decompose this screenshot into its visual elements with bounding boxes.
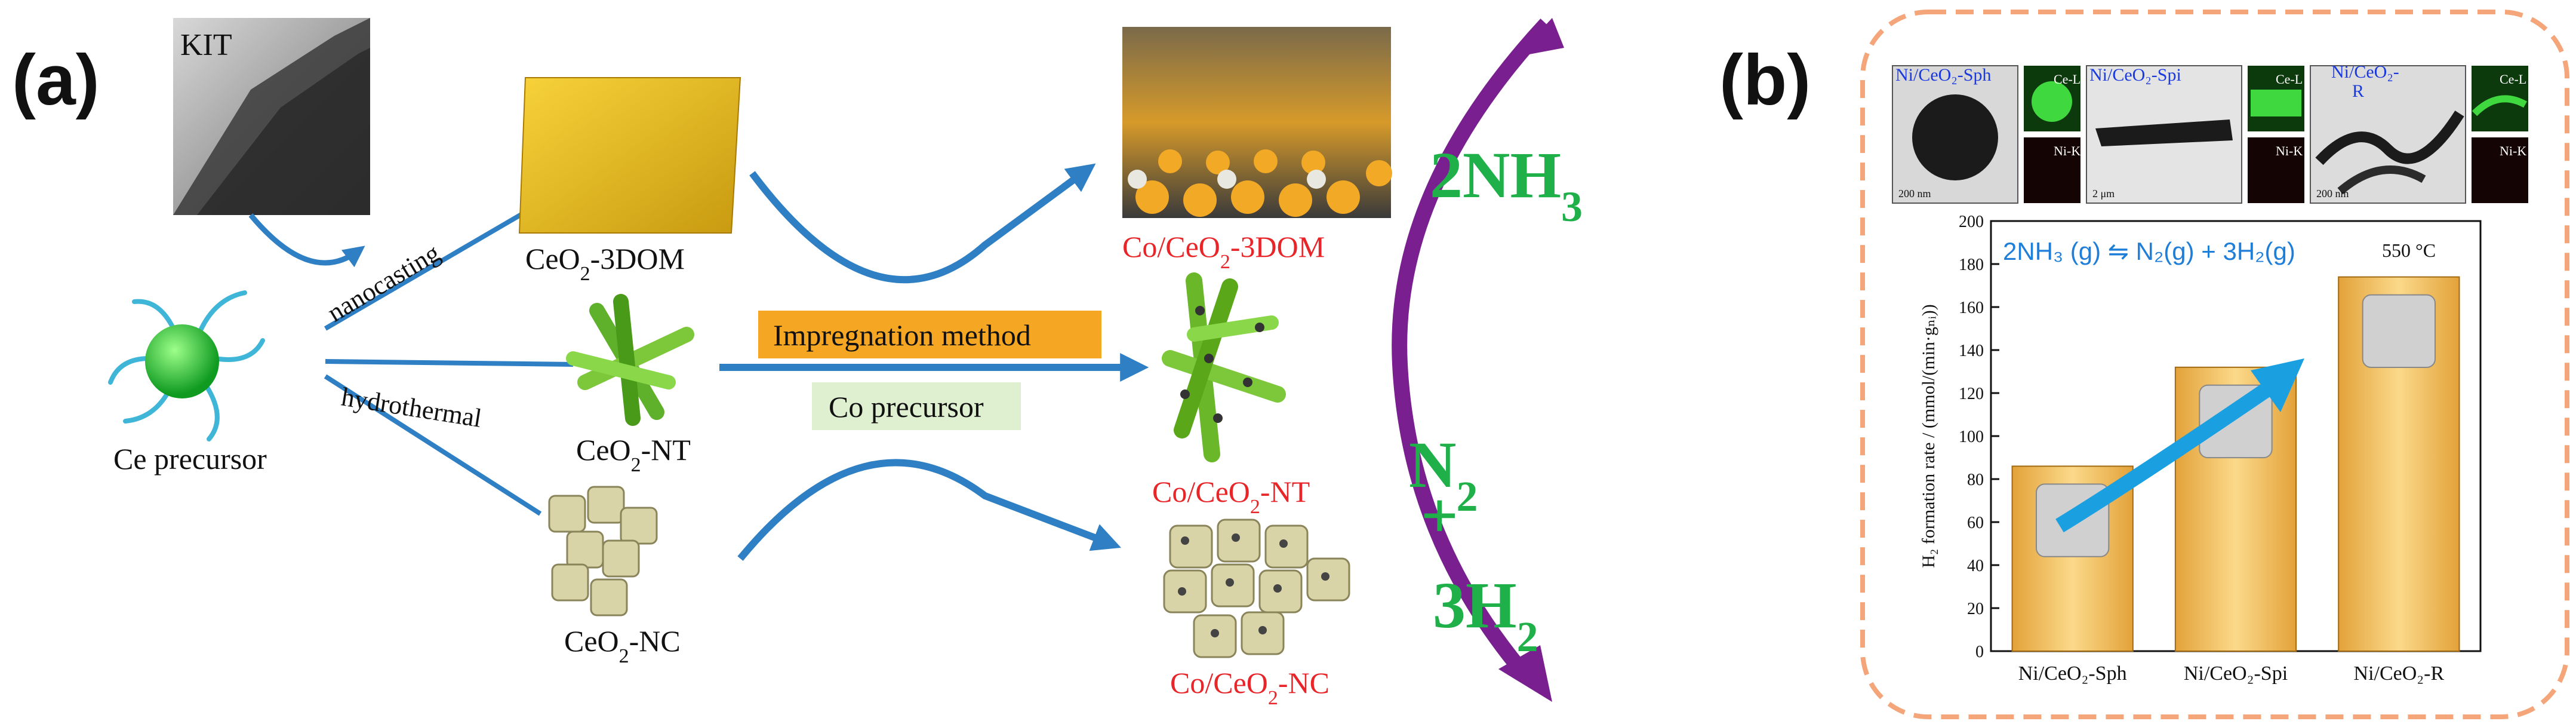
map-ni-3 bbox=[2472, 137, 2528, 203]
co-ceo2-nc-label: Co/CeO2-NC bbox=[1170, 666, 1329, 709]
h2-formation-rate-chart: H₂ formation rate / (mmol/(min·gₙᵢ)) 0 20… bbox=[1919, 213, 2482, 685]
tem-tile-r: 200 nm bbox=[2310, 65, 2466, 204]
ceo2-nc-image bbox=[548, 486, 658, 616]
reaction-arrowhead bbox=[1498, 645, 1552, 702]
bar-inset-tem-image bbox=[2362, 294, 2436, 368]
tem-tile-sph: 200 nm bbox=[1892, 65, 2018, 204]
ceo2-3dom-image bbox=[518, 77, 741, 234]
co-ceo2-nc-image bbox=[1163, 519, 1350, 658]
co-precursor-box bbox=[812, 382, 1021, 430]
co-ceo2-nt-image bbox=[1162, 272, 1286, 462]
route-line-nc bbox=[324, 374, 542, 516]
co-precursor-label: Co precursor bbox=[829, 390, 984, 424]
map-ni-2-label: Ni-K bbox=[2276, 143, 2303, 158]
tem-tile-spi: 2 μm bbox=[2086, 65, 2242, 204]
y-tick-label: 120 bbox=[1959, 385, 1984, 403]
map-ce-2-label: Ce-L bbox=[2276, 72, 2303, 87]
map-ni-2 bbox=[2248, 137, 2304, 203]
kit-to-3dom-arrow bbox=[248, 213, 365, 268]
map-ce-1-label: Ce-L bbox=[2054, 72, 2081, 87]
route-hydrothermal-label: hydrothermal bbox=[339, 382, 484, 432]
reaction-equation: 2NH₃ (g) ⇋ N₂(g) + 3H₂(g) bbox=[2003, 237, 2295, 265]
panel-a: (a) KIT Ce precursor bbox=[12, 18, 1583, 709]
trend-arrowhead bbox=[2251, 358, 2304, 412]
impregnation-method-box bbox=[758, 311, 1101, 358]
tem-label-sph: Ni/CeO₂-Sph bbox=[1895, 65, 1991, 85]
ceo2-nt-image bbox=[566, 294, 694, 426]
tem-scale-1: 200 nm bbox=[1898, 188, 1931, 200]
co-ceo2-nt-label: Co/CeO2-NT bbox=[1152, 475, 1310, 518]
map-ni-3-label: Ni-K bbox=[2500, 143, 2526, 158]
tem-label-spi: Ni/CeO₂-Spi bbox=[2089, 65, 2181, 85]
x-category-label: Ni/CeO₂-R bbox=[2354, 662, 2445, 685]
ceo2-nc-label: CeO2-NC bbox=[564, 624, 681, 667]
x-category-label: Ni/CeO₂-Spi bbox=[2184, 662, 2288, 685]
panel-b: (b) 200 nm Ni/CeO₂-Sph Ce-L Ni-K 2 μm Ni… bbox=[1719, 10, 2569, 719]
y-tick-label: 180 bbox=[1959, 256, 1984, 274]
tem-scale-3: 200 nm bbox=[2316, 188, 2349, 200]
ceo2-3dom-label: CeO2-3DOM bbox=[525, 242, 685, 285]
route-line-nt bbox=[325, 359, 574, 367]
ce-precursor-label: Ce precursor bbox=[113, 442, 267, 476]
trend-arrow bbox=[2055, 382, 2273, 533]
map-ni-1 bbox=[2024, 137, 2081, 203]
map-ce-3-label: Ce-L bbox=[2500, 72, 2526, 87]
y-tick-label: 160 bbox=[1959, 299, 1984, 317]
route-nanocasting-label: nanocasting bbox=[322, 238, 445, 327]
impregnation-arrow-3dom bbox=[749, 163, 1096, 284]
product-plus-label: + bbox=[1421, 479, 1458, 552]
tem-label-r: Ni/CeO₂- bbox=[2331, 62, 2399, 82]
panel-a-label: (a) bbox=[12, 40, 100, 120]
chart-y-axis-label: H₂ formation rate / (mmol/(min·gₙᵢ)) bbox=[1919, 304, 1938, 568]
y-tick-label: 20 bbox=[1967, 600, 1984, 618]
y-tick-label: 40 bbox=[1967, 557, 1984, 575]
panel-b-dashed-border bbox=[1860, 10, 2569, 719]
route-line-3dom bbox=[324, 210, 527, 331]
kit-label: KIT bbox=[180, 28, 232, 62]
product-n2-label: N2 bbox=[1409, 428, 1478, 520]
ceo2-nt-label: CeO2-NT bbox=[576, 433, 691, 476]
ce-precursor-molecule bbox=[108, 290, 265, 441]
temperature-label: 550 °C bbox=[2382, 240, 2436, 261]
map-ni-1-label: Ni-K bbox=[2054, 143, 2081, 158]
co-ceo2-3dom-image bbox=[1122, 27, 1392, 218]
panel-b-label: (b) bbox=[1719, 40, 1811, 120]
reaction-arrowhead-top bbox=[1516, 18, 1564, 57]
reaction-arrow bbox=[1392, 19, 1552, 680]
tem-label-r-line2: R bbox=[2352, 81, 2364, 101]
y-tick-label: 80 bbox=[1967, 471, 1984, 489]
y-tick-label: 200 bbox=[1959, 213, 1984, 231]
reactant-label: 2NH3 bbox=[1430, 139, 1583, 231]
map-ce-1-spot bbox=[2032, 81, 2072, 122]
x-category-label: Ni/CeO₂-Sph bbox=[2018, 662, 2127, 685]
impregnation-method-label: Impregnation method bbox=[773, 318, 1031, 352]
co-ceo2-3dom-label: Co/CeO2-3DOM bbox=[1122, 230, 1325, 273]
y-tick-label: 100 bbox=[1959, 428, 1984, 446]
map-ce-3-spot bbox=[2472, 95, 2527, 116]
tem-scale-2: 2 μm bbox=[2092, 188, 2115, 200]
impregnation-arrow-nc bbox=[737, 459, 1121, 561]
y-tick-label: 140 bbox=[1959, 342, 1984, 360]
map-ce-2-spot bbox=[2251, 90, 2301, 116]
y-tick-label: 60 bbox=[1967, 514, 1984, 532]
y-tick-label: 0 bbox=[1975, 643, 1984, 661]
product-h2-label: 3H2 bbox=[1433, 569, 1538, 661]
kit-tem-image: KIT bbox=[173, 18, 370, 215]
